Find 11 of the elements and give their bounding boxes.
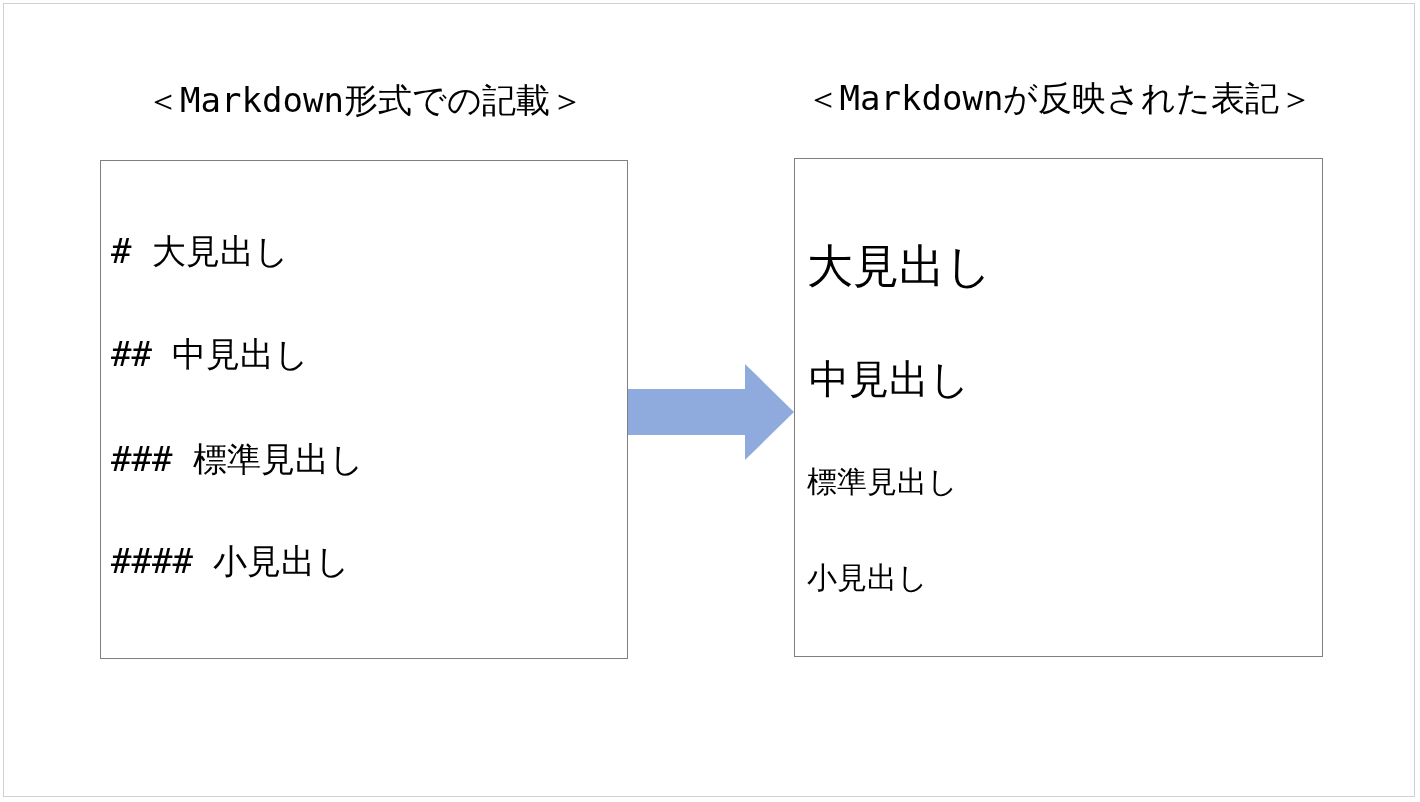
rendered-heading: 中見出し <box>809 359 970 399</box>
block-arrow <box>628 364 794 460</box>
markdown-line: ## 中見出し <box>111 337 310 371</box>
markdown-line: ### 標準見出し <box>111 442 364 476</box>
markdown-line: #### 小見出し <box>111 544 351 578</box>
markdown-line: # 大見出し <box>111 234 289 268</box>
heading: ＜Markdown形式での記載＞ <box>145 83 585 117</box>
heading: ＜Markdownが反映された表記＞ <box>804 81 1315 115</box>
rendered-heading: 大見出し <box>807 243 992 289</box>
rendered-heading: 標準見出し <box>807 467 958 497</box>
rendered-heading: 小見出し <box>807 563 928 593</box>
